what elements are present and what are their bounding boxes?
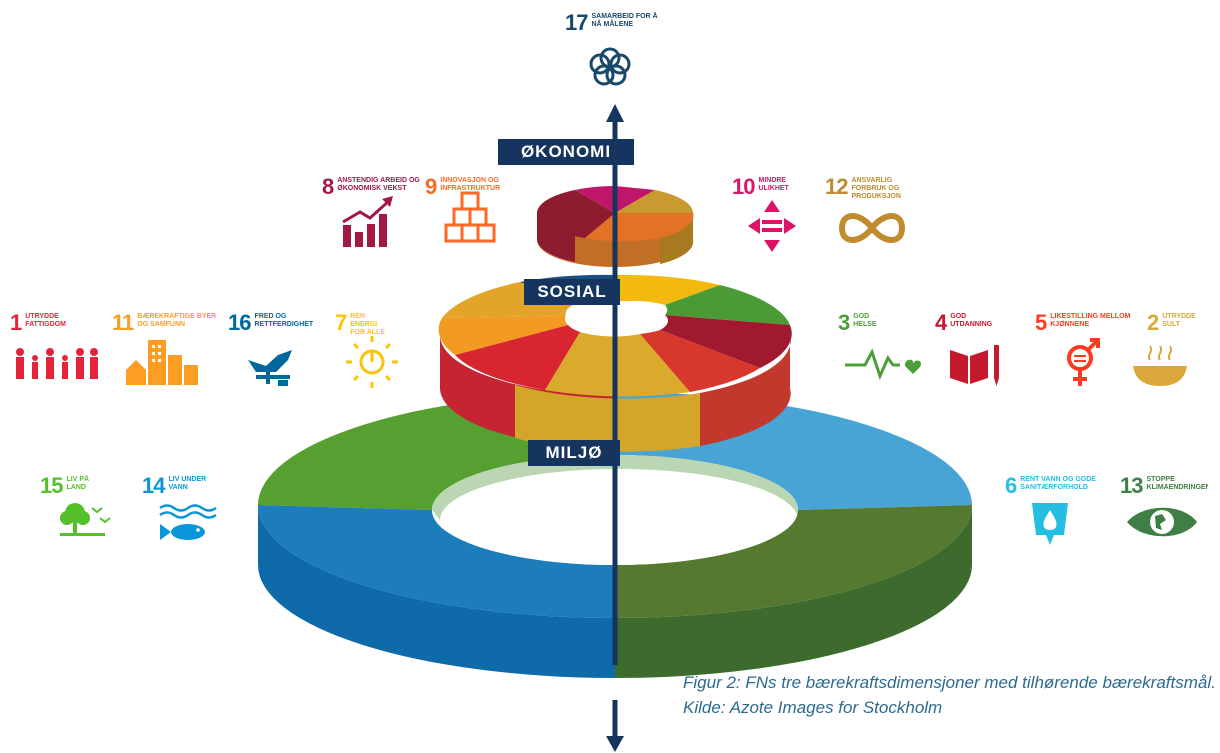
- goal-number: 8: [322, 174, 334, 199]
- gender-equality-icon: [1067, 338, 1100, 386]
- dove-gavel-icon: [248, 350, 292, 386]
- family-icon: [16, 348, 98, 379]
- goal-15: 15 LIV PÅ LAND: [40, 475, 120, 497]
- goal-3: 3 GOD HELSE: [838, 312, 908, 334]
- goal-17: 17 SAMARBEID FOR Å NÅ MÅLENE: [565, 12, 685, 34]
- goal-number: 12: [825, 174, 849, 199]
- goal-number: 7: [335, 310, 347, 335]
- goal-4: 4 GOD UTDANNING: [935, 312, 1020, 334]
- goal-number: 1: [10, 310, 22, 335]
- goal-2: 2 UTRYDDE SULT: [1147, 312, 1217, 334]
- goal-label: LIV PÅ LAND: [66, 476, 90, 491]
- goal-label: GOD UTDANNING: [950, 313, 993, 328]
- goal-label: REN ENERGI FOR ALLE: [350, 313, 385, 336]
- interlinked-rings-icon: [589, 47, 631, 86]
- goal-number: 5: [1035, 310, 1047, 335]
- book-pencil-icon: [950, 345, 999, 386]
- water-drop-icon: [1032, 503, 1068, 545]
- goal-number: 11: [112, 310, 134, 335]
- goal-label: RENT VANN OG GODE SANITÆRFORHOLD: [1020, 476, 1096, 491]
- food-bowl-icon: [1133, 345, 1187, 386]
- dimension-label-environment: MILJØ: [528, 440, 620, 466]
- equality-arrows-icon: [748, 200, 796, 252]
- heartbeat-icon: [845, 348, 922, 381]
- goal-label: SAMARBEID FOR Å NÅ MÅLENE: [591, 13, 658, 28]
- goal-label: STOPPE KLIMAENDRINGENE: [1146, 476, 1209, 491]
- tree-birds-icon: [60, 503, 111, 536]
- goal-label: LIV UNDER VANN: [168, 476, 207, 491]
- figure-caption: Figur 2: FNs tre bærekraftsdimensjoner m…: [683, 673, 1216, 717]
- goal-11: 11 BÆREKRAFTIGE BYER OG SAMFUNN: [112, 312, 227, 334]
- goal-label: LIKESTILLING MELLOM KJØNNENE: [1050, 313, 1131, 328]
- goal-number: 9: [425, 174, 437, 199]
- goal-number: 13: [1120, 473, 1144, 498]
- eye-earth-icon: [1127, 507, 1197, 537]
- goal-14: 14 LIV UNDER VANN: [142, 475, 232, 497]
- goal-number: 10: [732, 174, 756, 199]
- goal-label: INNOVASJON OG INFRASTRUKTUR: [440, 177, 501, 192]
- city-buildings-icon: [126, 340, 198, 385]
- goal-number: 4: [935, 310, 947, 335]
- growth-chart-icon: [342, 196, 393, 247]
- central-axis-arrow: [606, 104, 624, 752]
- goal-12: 12 ANSVARLIG FORBRUK OG PRODUKSJON: [825, 176, 925, 201]
- goal-13: 13 STOPPE KLIMAENDRINGENE: [1120, 475, 1218, 497]
- goal-label: FRED OG RETTFERDIGHET: [254, 313, 314, 328]
- goal-5: 5 LIKESTILLING MELLOM KJØNNENE: [1035, 312, 1145, 334]
- goal-10: 10 MINDRE ULIKHET: [732, 176, 812, 198]
- cubes-icon: [444, 191, 496, 243]
- goal-number: 14: [142, 473, 166, 498]
- goal-number: 2: [1147, 310, 1159, 335]
- goal-6: 6 RENT VANN OG GODE SANITÆRFORHOLD: [1005, 475, 1115, 497]
- goal-number: 17: [565, 10, 589, 35]
- goal-label: GOD HELSE: [853, 313, 877, 328]
- fish-waves-icon: [159, 504, 217, 540]
- goal-7: 7 REN ENERGI FOR ALLE: [335, 312, 415, 337]
- sun-power-icon: [346, 336, 398, 388]
- goal-label: MINDRE ULIKHET: [758, 177, 789, 192]
- goal-label: BÆREKRAFTIGE BYER OG SAMFUNN: [137, 313, 217, 328]
- goal-label: ANSVARLIG FORBRUK OG PRODUKSJON: [851, 177, 901, 200]
- goal-1: 1 UTRYDDE FATTIGDOM: [10, 312, 100, 334]
- goal-number: 3: [838, 310, 850, 335]
- dimension-label-social: SOSIAL: [524, 279, 620, 305]
- goal-9: 9 INNOVASJON OG INFRASTRUKTUR: [425, 176, 525, 198]
- goal-number: 6: [1005, 473, 1017, 498]
- goal-label: ANSTENDIG ARBEID OG ØKONOMISK VEKST: [337, 177, 420, 192]
- dimension-label-economy: ØKONOMI: [498, 139, 634, 165]
- goal-number: 15: [40, 473, 64, 498]
- goal-8: 8 ANSTENDIG ARBEID OG ØKONOMISK VEKST: [322, 176, 437, 198]
- goal-label: UTRYDDE FATTIGDOM: [25, 313, 66, 328]
- goal-label: UTRYDDE SULT: [1162, 313, 1196, 328]
- goal-16: 16 FRED OG RETTFERDIGHET: [228, 312, 328, 334]
- goal-number: 16: [228, 310, 252, 335]
- infinity-icon: [838, 213, 906, 243]
